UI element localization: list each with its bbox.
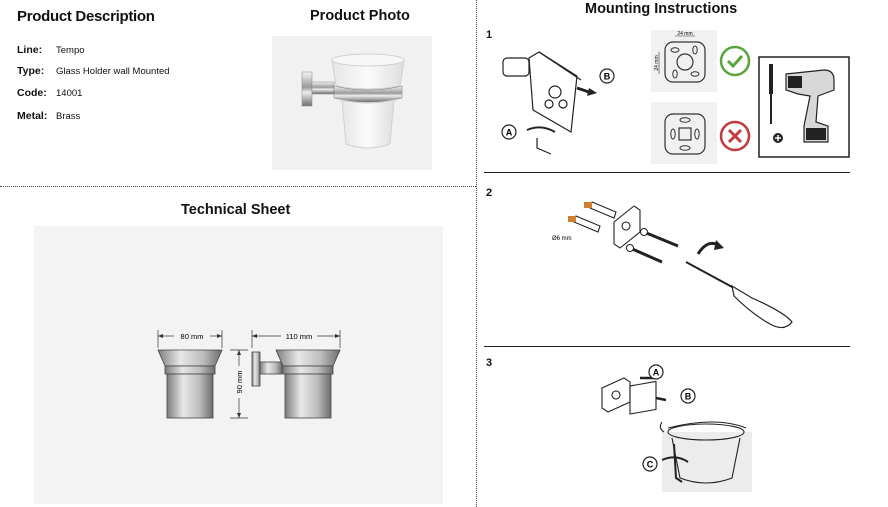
spec-label: Line: [17,44,43,56]
step-number-2: 2 [486,187,493,199]
spec-value: 14001 [56,88,83,99]
step1-label-a: A [506,128,513,138]
product-photo [272,36,432,170]
dimension-projection-label: 110 mm [286,332,313,341]
step3-label-c: C [647,460,654,470]
technical-drawing: 80 mm 110 mm 90 mm [34,226,443,504]
step3-assembly-illustration: A B C [601,364,752,492]
step3-label-b: B [685,392,692,402]
step-number-1: 1 [486,29,493,41]
spec-value: Glass Holder wall Mounted [56,66,170,77]
step-number-3: 3 [486,357,493,369]
spec-metal: Metal: Brass [17,110,80,122]
section-divider-horizontal [0,186,476,187]
product-photo-title: Product Photo [310,8,410,24]
spec-label: Metal: [17,110,48,122]
drill-screwdriver-icon [758,56,850,158]
spec-value: Brass [56,111,81,122]
technical-sheet-title: Technical Sheet [181,202,291,218]
spec-label: Code: [17,87,47,99]
step-divider-1 [484,172,850,173]
dimension-width-label: 80 mm [181,332,204,341]
plate-dim-width: 24 mm [677,31,692,37]
step3-label-a: A [653,368,660,378]
correct-check-icon [719,45,751,77]
plate-dim-height: 24 mm [654,55,660,70]
product-description-title: Product Description [17,8,155,25]
step1-plate-wrong [651,102,717,164]
step1-plate-correct: 24 mm 24 mm [651,30,717,92]
drill-diameter-label: Ø6 mm [552,236,572,242]
spec-line: Line: Tempo [17,44,85,56]
dimension-height-label: 90 mm [235,371,244,394]
spec-value: Tempo [56,45,85,56]
step2-screw-illustration: Ø6 mm [552,201,793,329]
wrong-cross-icon [719,120,751,152]
step1-label-b: B [604,72,611,82]
section-divider-vertical [476,0,477,507]
spec-label: Type: [17,65,45,77]
step-divider-2 [484,346,850,347]
spec-code: Code: 14001 [17,87,82,99]
step1-unscrew-illustration: B A [501,51,615,155]
spec-type: Type: Glass Holder wall Mounted [17,65,170,77]
mounting-instructions-title: Mounting Instructions [585,1,738,17]
